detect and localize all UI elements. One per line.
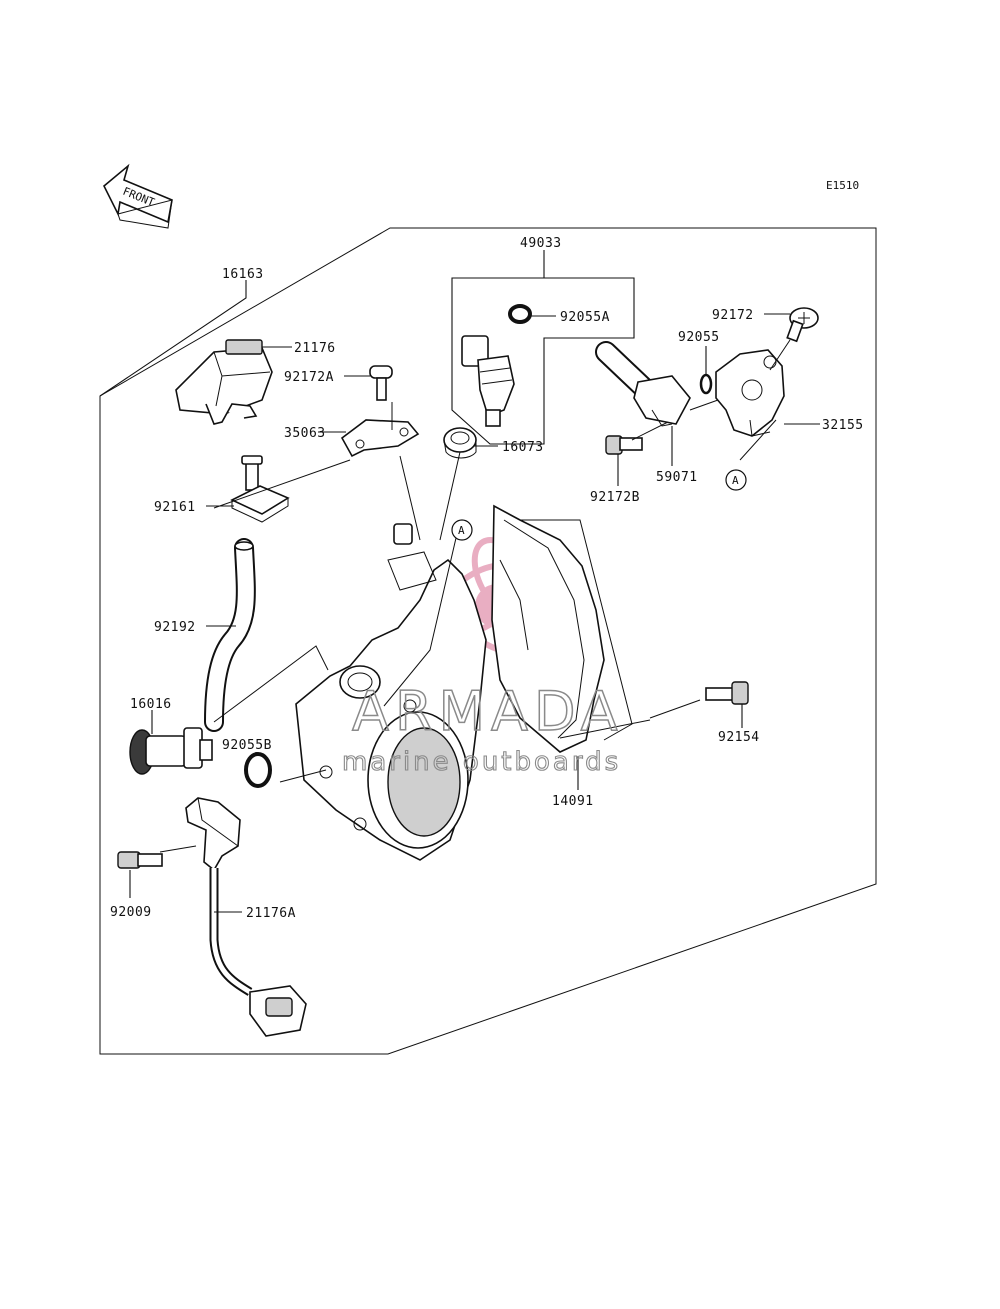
part-labels: 16163 21176 92172A 35063 92161 92192 160…: [110, 236, 864, 921]
label-21176: 21176: [294, 341, 336, 356]
part-49033-injector: [461, 335, 515, 427]
part-92172-screw: [786, 307, 819, 343]
label-92172: 92172: [712, 308, 754, 323]
label-49033: 49033: [520, 236, 562, 251]
label-92055: 92055: [678, 330, 720, 345]
part-92154-bolt: [705, 681, 749, 705]
part-92192-hose: [204, 538, 256, 732]
label-92055B: 92055B: [222, 738, 272, 753]
reference-marker-a-2: A: [725, 469, 747, 491]
svg-text:A: A: [732, 474, 739, 487]
part-59071-pipe: [595, 341, 691, 427]
part-92161-fitting: [230, 455, 290, 523]
part-92055B-oring: [244, 752, 272, 788]
label-16016: 16016: [130, 697, 172, 712]
part-92172B-bolt: [605, 435, 643, 455]
watermark-brand: ARMADA: [352, 680, 624, 743]
part-21176A-sensor: [185, 797, 307, 1037]
throttle-body: [295, 523, 487, 861]
label-92055A: 92055A: [560, 310, 610, 325]
label-21176A: 21176A: [246, 906, 296, 921]
part-32155-holder: [715, 349, 785, 437]
part-21176-sensor: [175, 339, 273, 425]
part-16016-valve: [129, 727, 213, 775]
reference-marker-a-1: A: [451, 519, 473, 541]
label-92172B: 92172B: [590, 490, 640, 505]
label-92192: 92192: [154, 620, 196, 635]
label-32155: 32155: [822, 418, 864, 433]
part-92172A-screw: [369, 365, 393, 401]
label-92009: 92009: [110, 905, 152, 920]
part-92009-bolt: [117, 851, 163, 869]
label-92154: 92154: [718, 730, 760, 745]
label-92172A: 92172A: [284, 370, 334, 385]
part-92055A-oring: [508, 304, 532, 324]
part-92055-oring: [699, 373, 713, 395]
label-92161: 92161: [154, 500, 196, 515]
front-arrow-icon: FRONT: [103, 163, 173, 229]
label-59071: 59071: [656, 470, 698, 485]
part-14091-cover: [491, 504, 605, 753]
part-35063-bracket: [340, 419, 420, 458]
assembly-boundary: [99, 227, 877, 1055]
label-16073: 16073: [502, 440, 544, 455]
label-14091: 14091: [552, 794, 594, 809]
leader-lines: [99, 250, 820, 913]
svg-text:A: A: [458, 524, 465, 537]
watermark-tagline: marine outboards: [342, 747, 621, 777]
label-35063: 35063: [284, 426, 326, 441]
diagram-code: E1510: [826, 179, 859, 192]
part-16073-grommet: [443, 427, 477, 459]
label-16163: 16163: [222, 267, 264, 282]
